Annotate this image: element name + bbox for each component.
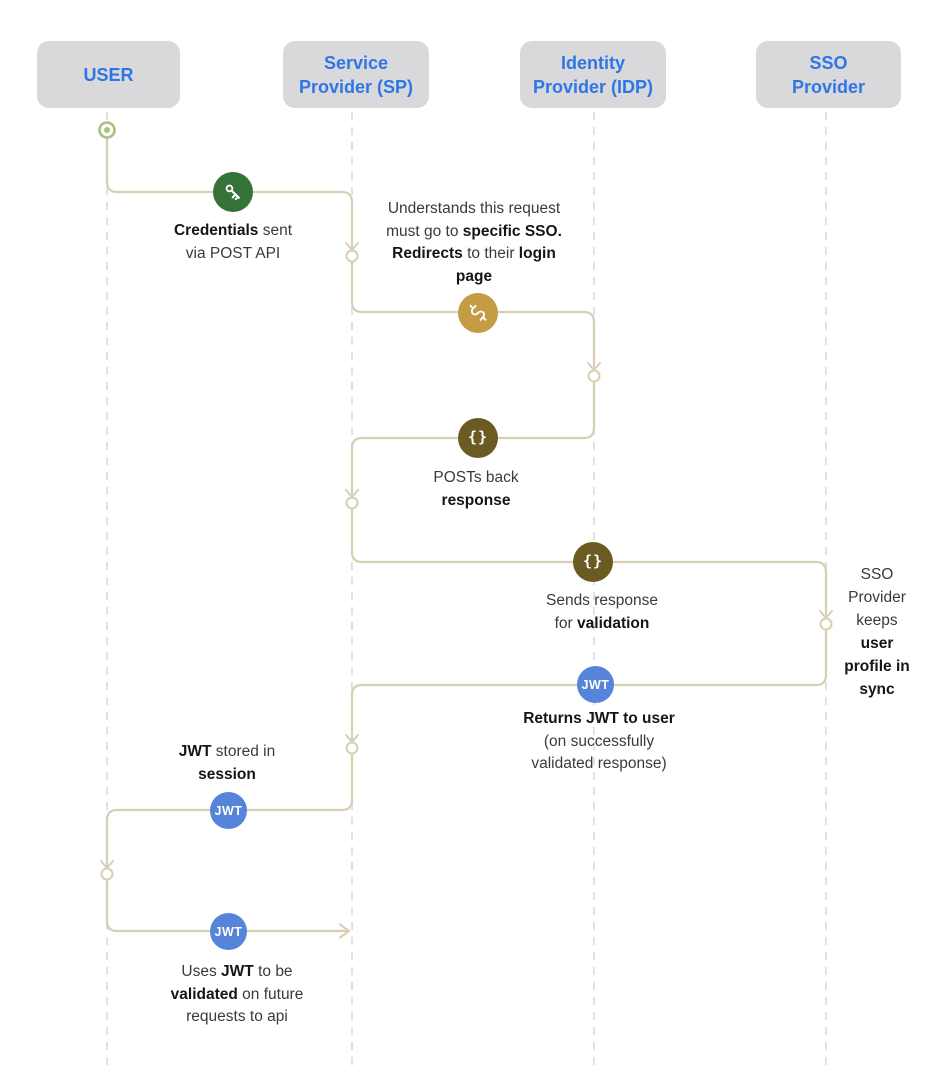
text-segment: SSO <box>860 566 894 583</box>
lane-label-line: Provider (IDP) <box>532 76 654 97</box>
note-sso-keeps-profile: SSO Provider keeps user profile in sync <box>844 563 909 701</box>
note-understands-request: Understands this request must go to spec… <box>386 198 562 288</box>
lifeline-sso-provider <box>825 112 827 1070</box>
text-segment: JWT <box>221 963 254 980</box>
text-segment: sent <box>258 222 293 239</box>
braces-glyph: {} <box>582 552 604 570</box>
braces-glyph: {} <box>467 428 489 446</box>
text-segment: session <box>198 765 256 783</box>
text-segment: response <box>441 491 511 509</box>
redirect-icon <box>458 293 498 333</box>
text-segment: sync <box>859 681 895 698</box>
text-segment: Redirects <box>392 245 463 262</box>
text-segment: on future <box>237 985 304 1003</box>
lane-label-sso-provider: SSO Provider <box>792 51 865 99</box>
key-icon <box>213 172 253 212</box>
jwt-badge: JWT <box>210 792 247 829</box>
text-segment: profile in <box>844 658 910 675</box>
lane-label-line: Provider <box>791 76 866 97</box>
lane-label-line: SSO <box>809 52 848 73</box>
end-arrowhead <box>338 923 351 939</box>
note-returns-jwt: Returns JWT to user (on successfully val… <box>523 708 675 776</box>
note-posts-back: POSTs back response <box>433 467 518 512</box>
text-segment: login <box>518 245 556 262</box>
text-segment: Understands this request <box>387 200 561 217</box>
text-segment: must go to <box>386 222 463 240</box>
text-segment: (on successfully <box>543 732 655 750</box>
jwt-badge: JWT <box>577 666 614 703</box>
note-jwt-stored: JWT stored in session <box>179 741 275 786</box>
text-segment: specific SSO. <box>462 222 562 240</box>
text-segment: Returns JWT to user <box>523 710 675 727</box>
text-segment: Uses <box>181 963 222 980</box>
text-segment: to their <box>462 245 519 262</box>
note-sends-response: Sends response for validation <box>546 590 658 635</box>
text-segment: validation <box>577 614 650 632</box>
lifeline-service-provider <box>351 112 353 1070</box>
redirect-glyph <box>469 304 487 321</box>
text-segment: via POST API <box>185 244 281 262</box>
lane-label-user: USER <box>83 64 134 85</box>
text-segment: Sends response <box>545 592 659 609</box>
text-segment: user <box>860 635 894 652</box>
text-segment: for <box>554 614 578 632</box>
lane-label-line: Provider (SP) <box>298 76 414 97</box>
lane-header-user: USER <box>37 41 180 108</box>
text-segment: to be <box>253 963 293 980</box>
jwt-badge: JWT <box>210 913 247 950</box>
text-segment: POSTs back <box>433 469 519 486</box>
text-segment: Credentials <box>173 222 259 239</box>
text-segment: JWT <box>178 743 212 760</box>
note-uses-jwt: Uses JWT to be validated on future reque… <box>171 961 304 1029</box>
lifeline-user <box>106 112 108 1070</box>
lane-header-sso-provider: SSO Provider <box>756 41 901 108</box>
text-segment: stored in <box>211 743 276 760</box>
lane-label-line: Service <box>323 52 389 73</box>
text-segment: requests to api <box>186 1008 288 1025</box>
note-credentials: Credentials sent via POST API <box>174 220 292 265</box>
braces-icon: {} <box>458 418 498 458</box>
key-glyph <box>225 184 240 200</box>
text-segment: keeps <box>856 612 898 629</box>
jwt-glyph: JWT <box>214 924 243 939</box>
lane-label-line: Identity <box>560 52 625 73</box>
text-segment: validated response) <box>531 755 667 772</box>
braces-icon: {} <box>573 542 613 582</box>
jwt-glyph: JWT <box>581 677 610 692</box>
text-segment: Provider <box>848 589 906 606</box>
text-segment: validated <box>170 985 238 1003</box>
text-segment: page <box>455 267 493 285</box>
jwt-glyph: JWT <box>214 803 243 818</box>
